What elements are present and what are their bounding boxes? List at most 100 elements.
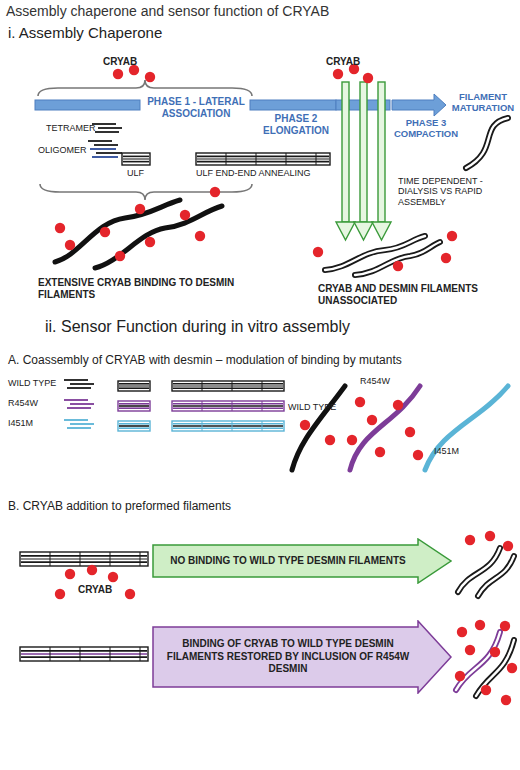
mature-filament-core (456, 632, 500, 690)
cryab-dot (501, 695, 511, 705)
mature-filament-core (466, 118, 508, 168)
cryab-dot (347, 435, 357, 445)
block-divider (50, 552, 51, 566)
cryab-dot (55, 223, 65, 233)
block-outline (20, 552, 148, 566)
block-outline (118, 401, 150, 411)
cryab-dot (363, 73, 373, 83)
phase-label: FILAMENT MATURATION (447, 92, 519, 114)
block-divider (262, 401, 263, 411)
block-stripe (173, 407, 283, 409)
cryab-dot (447, 231, 457, 241)
block-stripe (173, 427, 283, 429)
phase-label: PHASE 3 COMPACTION (388, 118, 464, 140)
cryab-dot (465, 645, 475, 655)
filament-block (20, 552, 148, 566)
block-stripe (21, 650, 147, 652)
block-divider (286, 153, 287, 165)
subunit-line (92, 156, 118, 158)
block-divider (232, 421, 233, 431)
block-stripe (119, 403, 149, 405)
arrow-head (354, 222, 373, 240)
filament-block (118, 401, 150, 411)
cryab-dot (333, 69, 343, 79)
block-divider (80, 552, 81, 566)
block-outline (20, 647, 148, 661)
cryab-dot (210, 187, 220, 197)
mature-filament (456, 632, 500, 690)
block-stripe (119, 407, 149, 409)
subunit-line (67, 407, 91, 409)
panel-heading: B. CRYAB addition to preformed filaments (8, 500, 408, 514)
cryab-dot (135, 204, 145, 214)
subunit-line (70, 423, 94, 425)
stage-label: ULF END-END ANNEALING (196, 168, 346, 178)
filament-block (118, 381, 150, 391)
block-stripe (197, 161, 329, 163)
cryab-dot (507, 663, 517, 673)
mature-filament-core (355, 242, 440, 275)
panel-heading: A. Coassembly of CRYAB with desmin – mod… (8, 354, 518, 368)
block-divider (202, 421, 203, 431)
block-stripe (21, 656, 147, 658)
protein-label: CRYAB (78, 584, 128, 596)
block-stripe (119, 405, 149, 407)
mature-filament (466, 118, 508, 168)
filament-block (172, 401, 284, 411)
block-stripe (21, 561, 147, 563)
phase-arrow (392, 94, 446, 116)
cryab-dot (87, 565, 97, 575)
subunit-line (64, 399, 88, 401)
block-divider (232, 401, 233, 411)
desmin-filament (292, 386, 345, 470)
brace (38, 80, 252, 96)
mature-filament (458, 548, 500, 592)
outcome-label: CRYAB AND DESMIN FILAMENTS UNASSOCIATED (318, 283, 508, 306)
block-stripe (119, 427, 149, 429)
block-stripe (173, 405, 283, 407)
block-stripe (123, 158, 149, 160)
cryab-dot (125, 589, 135, 599)
block-divider (262, 421, 263, 431)
cryab-dot (375, 447, 385, 457)
cryab-dot (65, 240, 75, 250)
mutant-filament (350, 386, 420, 470)
block-stripe (197, 156, 329, 158)
block-divider (80, 647, 81, 661)
subunit-line (64, 379, 88, 381)
stage-label: OLIGOMER (38, 145, 88, 155)
mature-filament (355, 242, 440, 275)
variant-label: R454W (8, 398, 64, 408)
phase-bar (250, 100, 336, 110)
block-stripe (173, 385, 283, 387)
subunit-line (90, 148, 116, 150)
cryab-dot (55, 589, 65, 599)
block-divider (50, 647, 51, 661)
cryab-dot (100, 227, 110, 237)
cryab-dot (145, 237, 155, 247)
cryab-dot (475, 620, 485, 630)
block-outline (122, 153, 150, 165)
arrow-outline (153, 621, 451, 693)
section-heading: ii. Sensor Function during in vitro asse… (45, 318, 505, 336)
outcome-label: EXTENSIVE CRYAB BINDING TO DESMIN FILAME… (38, 277, 238, 300)
block-stripe (173, 423, 283, 425)
block-stripe (197, 158, 329, 160)
block-divider (262, 381, 263, 391)
cryab-dot (441, 253, 451, 263)
subunit-line (96, 152, 122, 154)
subunit-line (88, 140, 112, 142)
block-divider (226, 153, 227, 165)
block-stripe (21, 555, 147, 557)
variant-label: WILD TYPE (8, 378, 64, 388)
cryab-dot (355, 397, 365, 407)
block-outline (172, 421, 284, 431)
subunit-line (64, 419, 88, 421)
section-heading: i. Assembly Chaperone (8, 24, 308, 41)
subunit-line (92, 123, 116, 125)
phase-label: PHASE 2 ELONGATION (256, 113, 336, 136)
process-arrow-box: BINDING OF CRYAB TO WILD TYPE DESMIN FIL… (152, 620, 452, 694)
mature-filament-core (478, 556, 514, 596)
cryab-dot (115, 251, 125, 261)
cryab-dot (180, 210, 190, 220)
